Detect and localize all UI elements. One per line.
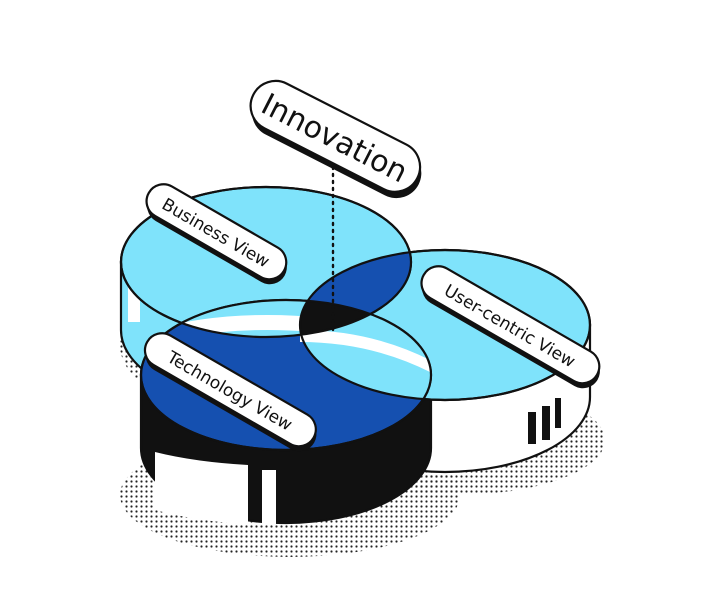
overlap-business-user <box>300 250 411 337</box>
overlap-technology-user <box>300 300 431 400</box>
disc-outlines <box>119 185 592 452</box>
